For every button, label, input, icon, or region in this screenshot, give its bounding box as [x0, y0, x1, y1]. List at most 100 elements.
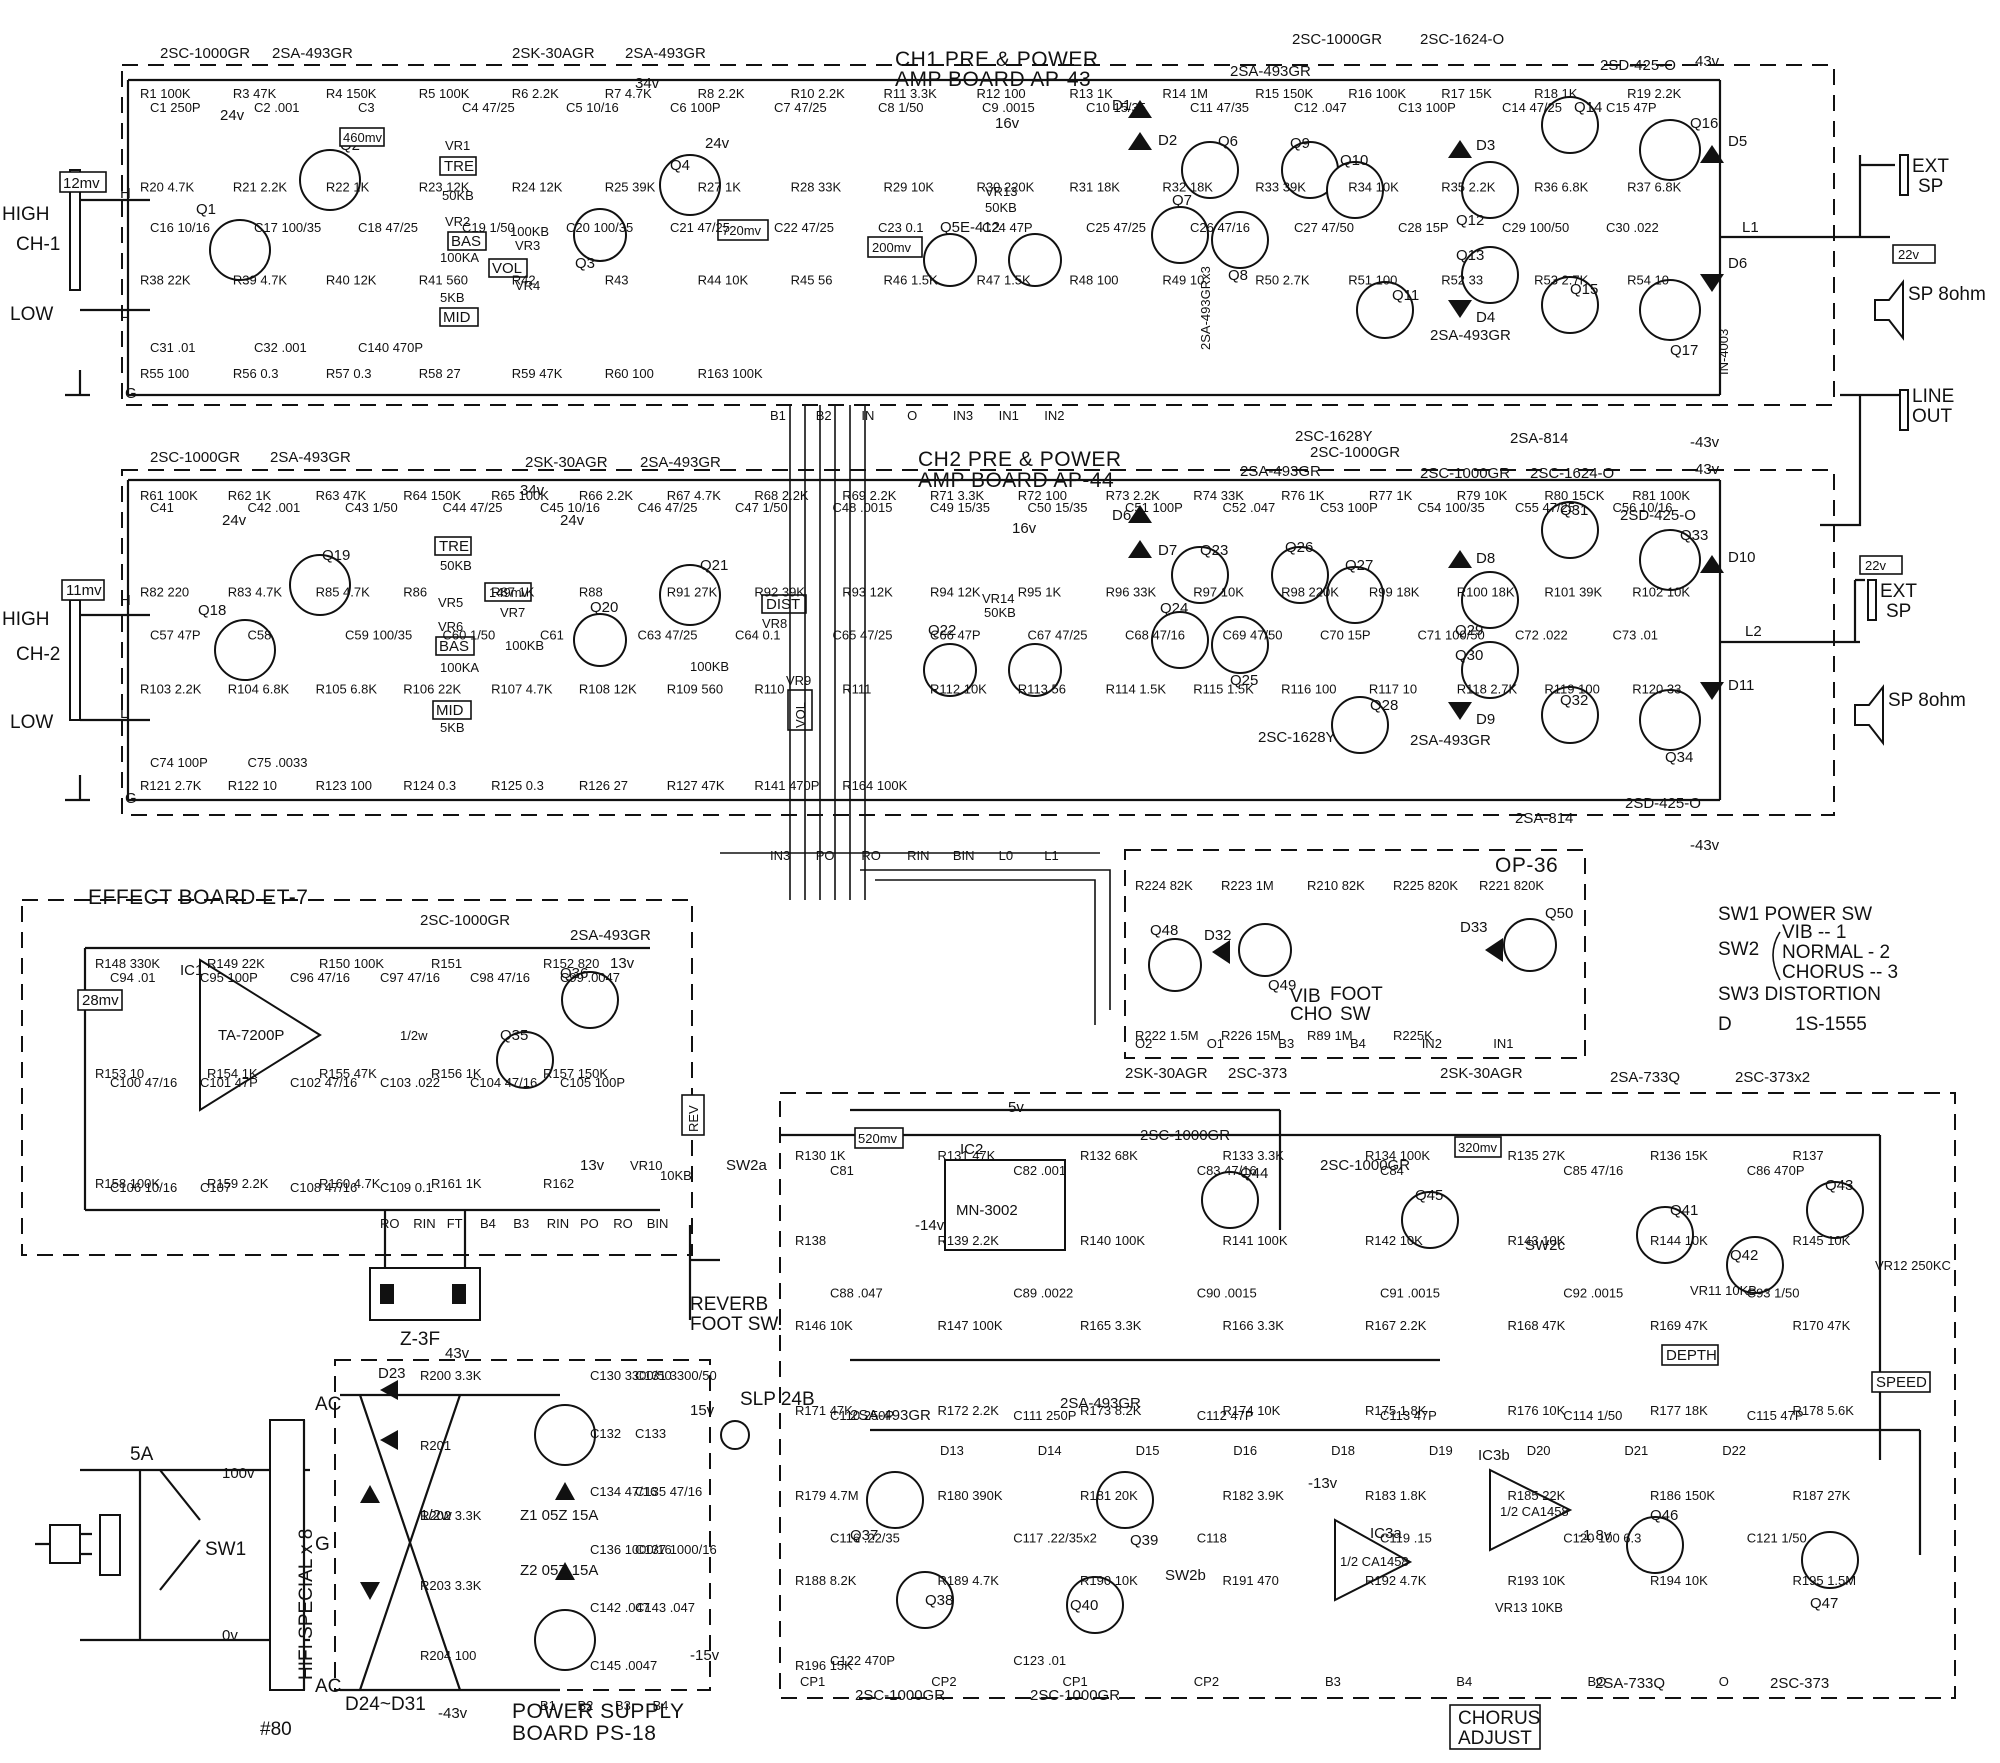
power-capacitor-6: C136 1000/16 [590, 1542, 672, 1557]
ch1-name: CH-1 [16, 234, 60, 255]
sw2c: SW2c [1525, 1237, 1566, 1254]
ch1-ext: EXT [1912, 156, 1949, 177]
ch2-sp: SP [1886, 601, 1911, 622]
power-ac-top: AC [315, 1394, 341, 1415]
chorus-capacitor-4: C85 47/16 [1563, 1163, 1623, 1178]
q4-label: Q4 [670, 157, 690, 174]
ch1-capacitor-20: C21 47/25 [670, 220, 730, 235]
effect-resistor-13: R161 1K [431, 1176, 482, 1191]
ch1-lv-24b: 24v [705, 135, 730, 152]
ch1-resistor-5: R7 4.7K [605, 86, 652, 101]
ch1-capacitor-10: C11 47/35 [1190, 100, 1249, 115]
ch1-resistor-33: R37 6.8K [1627, 179, 1682, 194]
ch2-supply-pos: 43v [1695, 461, 1720, 478]
ch2-title-1: CH2 PRE & POWER [918, 448, 1122, 471]
ch1-high: HIGH [2, 204, 50, 225]
ch2-capacitor-27: C69 47/50 [1223, 628, 1283, 643]
mains-wiring [80, 1468, 310, 1642]
chorus-rails [780, 1108, 1922, 1555]
ch2-transistors: Q18 Q19 Q20 Q21 Q22 Q23 Q24 Q25 Q26 Q27 … [198, 501, 1708, 766]
q46-label: Q46 [1650, 1507, 1678, 1524]
chorus-resistor-28: R175 1.8K [1365, 1403, 1427, 1418]
chorus-resistor-2: R132 68K [1080, 1148, 1138, 1163]
chorus-resistor-17: R147 100K [938, 1318, 1003, 1333]
chorus-resistor-20: R167 2.2K [1365, 1318, 1427, 1333]
op-resistor-0: R224 82K [1135, 878, 1193, 893]
chorus-adjust-2: ADJUST [1458, 1728, 1532, 1749]
ch2-capacitor-32: C74 100P [150, 755, 208, 770]
sw2b: SW2b [1165, 1567, 1206, 1584]
ch2-q31 [1541, 501, 1599, 559]
ch2-mid: MID [436, 702, 464, 719]
ch2-resistor-34: R101 39K [1544, 585, 1602, 600]
chorus-q41 [1636, 1206, 1694, 1264]
op-port-2: B3 [1278, 1036, 1294, 1051]
chorus-type-2: 2SC-1000GR [1320, 1157, 1410, 1174]
ic3a-label: IC3a [1370, 1525, 1402, 1542]
ch1-l1: L1 [1742, 219, 1759, 236]
ch1-vr2-val: 100KA [440, 250, 479, 265]
ch1-resistor-0: R1 100K [140, 86, 191, 101]
ch1-resistor-16: R19 2.2K [1627, 86, 1682, 101]
chorus-port-5: B4 [1456, 1674, 1472, 1689]
ch2-q32 [1541, 686, 1599, 744]
q21-label: Q21 [700, 557, 728, 574]
ch2-resistor-35: R102 10K [1632, 585, 1690, 600]
chorus-capacitor-6: C88 .047 [830, 1286, 883, 1301]
power-sw: SW1 [205, 1539, 246, 1560]
ch1-capacitor-18: C19 1/50 [462, 220, 515, 235]
ch1-speaker-out: EXT SP SP 8ohm LINE OUT L1 [1720, 154, 1986, 431]
power-title-2: BOARD PS-18 [512, 1722, 656, 1745]
ch1-q2 [299, 149, 361, 211]
ch2-ptype-2: 2SC-1000GR [1420, 465, 1510, 482]
ch1-resistor-25: R29 10K [884, 179, 935, 194]
ch2-capacitor-31: C73 .01 [1613, 628, 1659, 643]
ch2-vr5: VR5 [438, 595, 463, 610]
chorus-q44 [1201, 1171, 1259, 1229]
ch1-type-1: 2SC-1000GR [160, 45, 250, 62]
ch2-d9-l: D9 [1476, 711, 1495, 728]
ch2-resistor-33: R100 18K [1457, 585, 1515, 600]
q39-label: Q39 [1130, 1532, 1158, 1549]
ch2-capacitor-2: C43 1/50 [345, 500, 398, 515]
ch2-capacitor-22: C64 0.1 [735, 628, 781, 643]
ch1-ptype-1: 2SA-493GR [1230, 63, 1311, 80]
ch1-capacitor-24: C25 47/25 [1086, 220, 1146, 235]
chorus-resistor-48: R196 15K [795, 1658, 853, 1673]
ch1-line-1: LINE [1912, 386, 1954, 407]
effect-capacitor-11: C105 100P [560, 1075, 625, 1090]
chorus-adjust-1: CHORUS [1458, 1708, 1540, 1729]
ch1-title-1: CH1 PRE & POWER [895, 48, 1099, 71]
ch2-capacitor-8: C49 15/35 [930, 500, 990, 515]
ch1-resistor-7: R10 2.2K [791, 86, 846, 101]
ch2-capacitor-20: C61 [540, 628, 564, 643]
legend-normal: NORMAL - 2 [1782, 942, 1890, 963]
ch2-resistor-14: R77 1K [1369, 488, 1413, 503]
reverb-coil-a [380, 1284, 394, 1304]
chorus-resistor-0: R130 1K [795, 1148, 846, 1163]
chorus-speed-box [1871, 1371, 1931, 1393]
ch2-resistor-30: R97 10K [1193, 585, 1244, 600]
ch1-controls: 460mv 720mv 200mv 22v 24v 34v 16v 24v TR… [220, 75, 1936, 327]
effect-port-7: RO [613, 1216, 633, 1231]
ch2-btype-1: 2SC-1628Y [1258, 729, 1336, 746]
chorus-supply-pos: 5v [1008, 1099, 1024, 1116]
power-transformer: HIFI SPECIAL x 8 [296, 1529, 317, 1680]
ch2-ext: EXT [1880, 581, 1917, 602]
effect-q35 [496, 1031, 554, 1089]
ic2-part: MN-3002 [956, 1202, 1018, 1219]
power-resistor-4: R204 100 [420, 1648, 476, 1663]
chorus-resistor-6: R136 15K [1650, 1148, 1708, 1163]
ch1-q7 [1151, 206, 1209, 264]
power-ac-bot: AC [315, 1676, 341, 1697]
chorus-diode-7: D21 [1624, 1443, 1648, 1458]
ch1-resistor-22: R25 39K [605, 179, 656, 194]
ch2-capacitor-12: C53 100P [1320, 500, 1378, 515]
chorus-capacitor-17: C115 47P [1747, 1408, 1804, 1423]
ch1-q3 [573, 208, 627, 262]
